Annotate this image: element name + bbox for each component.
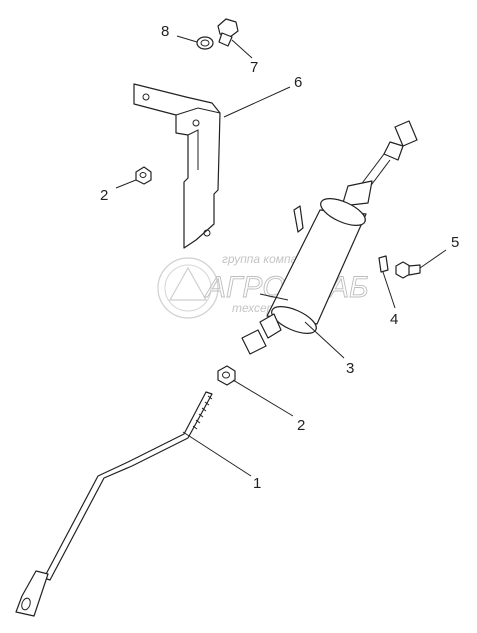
callout-3: 3	[346, 360, 354, 377]
leader-2b	[232, 379, 294, 417]
leader-4	[382, 271, 396, 309]
part-4-lock-washer	[378, 255, 389, 273]
callout-7: 7	[250, 59, 258, 76]
callouts: 8 7 6 2 5 4 3 2 1	[100, 23, 459, 492]
leader-2a	[115, 179, 137, 189]
callout-4: 4	[390, 311, 398, 328]
leader-8	[176, 35, 198, 43]
callout-1: 1	[253, 475, 261, 492]
part-3-solenoid	[241, 120, 418, 355]
part-6-bracket	[133, 83, 221, 249]
leader-7	[231, 39, 253, 59]
part-2-nut-lower	[217, 365, 236, 386]
callout-8: 8	[161, 23, 169, 40]
leader-6	[223, 86, 291, 118]
leader-5	[419, 249, 447, 269]
part-7-bolt	[217, 18, 239, 47]
part-1-rod	[15, 391, 213, 617]
callout-2-upper: 2	[100, 187, 108, 204]
watermark-emblem	[157, 257, 219, 319]
callout-5: 5	[451, 234, 459, 251]
leader-3	[304, 321, 345, 359]
part-2-nut-upper	[135, 166, 152, 185]
leader-lines	[115, 35, 447, 477]
callout-2-lower: 2	[297, 417, 305, 434]
part-5-bolt	[395, 261, 421, 279]
part-8-washer	[196, 36, 214, 50]
leader-1	[182, 431, 252, 477]
callout-6: 6	[294, 74, 302, 91]
